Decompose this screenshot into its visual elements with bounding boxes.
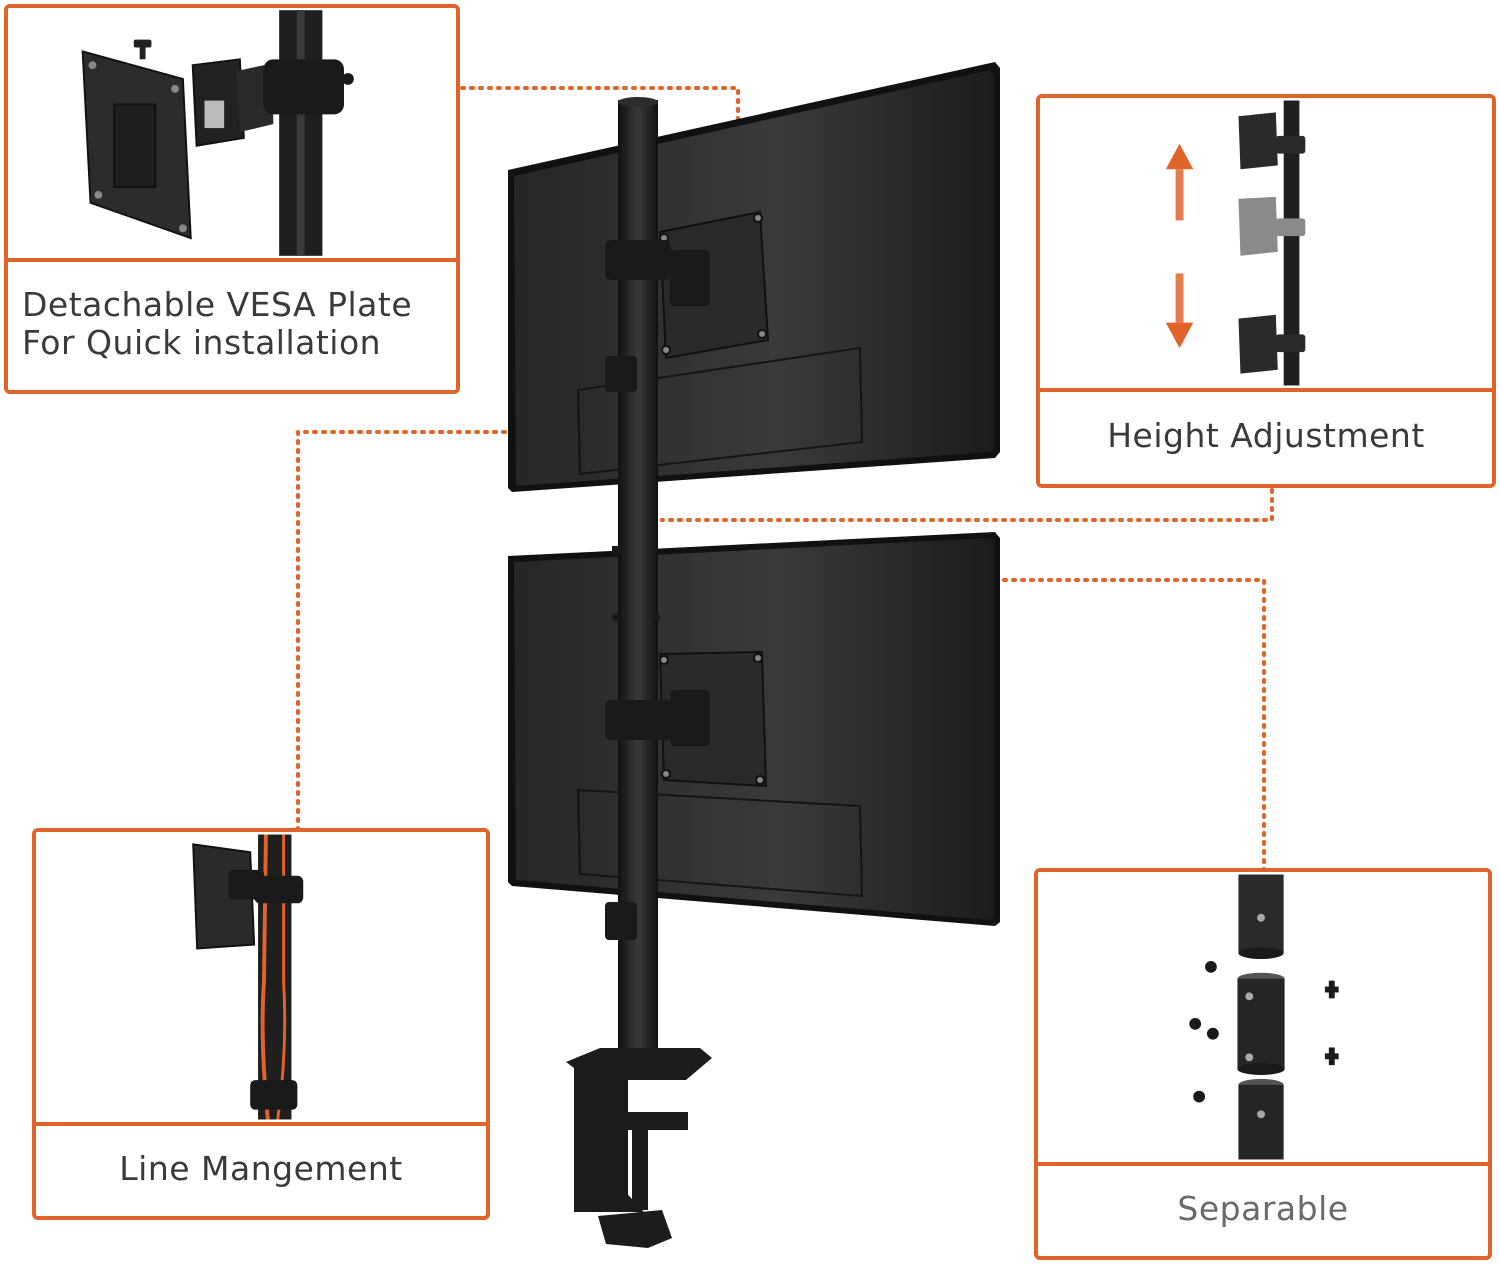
screw-icon xyxy=(133,39,152,60)
separable-label: Separable xyxy=(1177,1189,1349,1229)
callout-separable: Separable xyxy=(1034,868,1492,1260)
line-management-caption: Line Mangement xyxy=(36,1122,486,1216)
down-arrow-icon xyxy=(1165,273,1194,349)
vesa-caption-line-2: For Quick installation xyxy=(22,323,382,362)
callout-line-management: Line Mangement xyxy=(32,828,490,1220)
line-management-label: Line Mangement xyxy=(119,1149,403,1189)
lower-vesa-plate xyxy=(658,650,768,788)
height-adjustment-photo xyxy=(1040,98,1492,392)
vesa-plate-caption: Detachable VESA Plate For Quick installa… xyxy=(8,258,456,390)
separable-caption: Separable xyxy=(1038,1162,1488,1256)
vesa-caption-line-1: Detachable VESA Plate xyxy=(22,285,413,325)
callout-height-adjustment: Height Adjustment xyxy=(1036,94,1496,488)
height-adjustment-caption: Height Adjustment xyxy=(1040,388,1492,484)
up-arrow-icon xyxy=(1165,143,1194,221)
separable-photo xyxy=(1038,872,1488,1166)
line-management-photo xyxy=(36,832,486,1126)
height-adjustment-label: Height Adjustment xyxy=(1107,416,1425,456)
vesa-plate-photo xyxy=(8,8,456,262)
upper-vesa-plate xyxy=(658,210,770,360)
callout-vesa-plate: Detachable VESA Plate For Quick installa… xyxy=(4,4,460,394)
desk-clamp xyxy=(566,1048,712,1248)
